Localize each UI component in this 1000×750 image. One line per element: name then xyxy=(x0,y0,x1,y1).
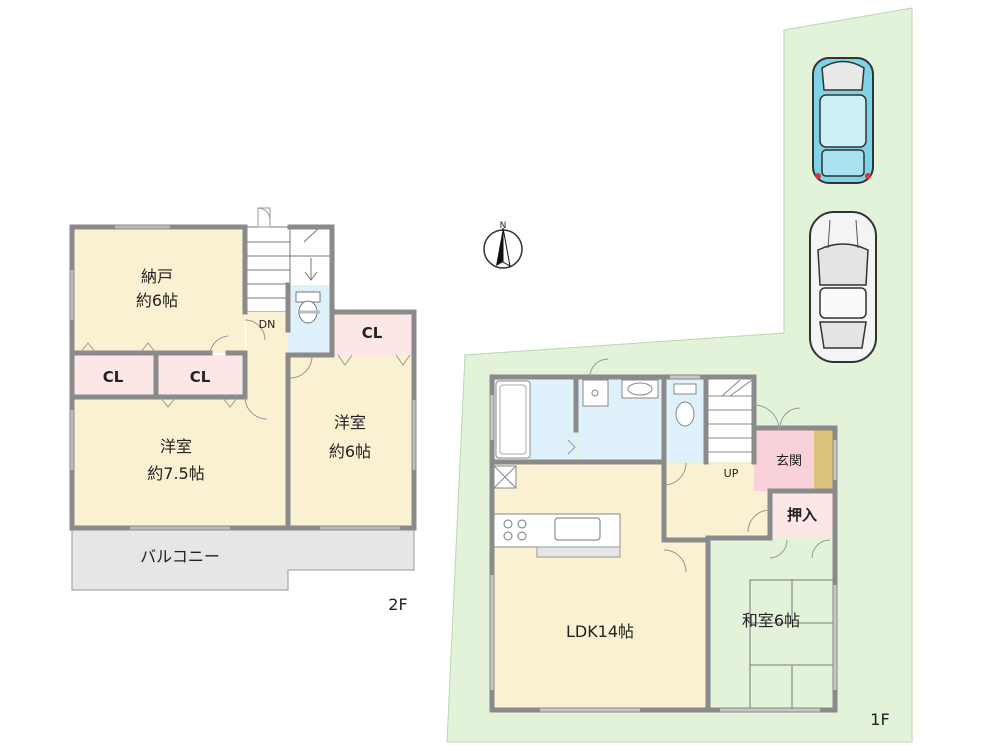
western-right-name: 洋室 xyxy=(334,413,366,432)
entrance xyxy=(754,428,814,491)
floor-1f: LDK14帖 和室6帖 玄関 押入 UP 1F xyxy=(489,358,890,729)
western-room-left xyxy=(72,397,288,526)
stairs-1f xyxy=(708,377,754,462)
western-left-size: 約7.5帖 xyxy=(147,464,204,483)
car-cyan-icon xyxy=(812,57,874,184)
north-compass: N xyxy=(483,221,523,269)
closet-top-right xyxy=(332,312,414,355)
oshiire xyxy=(770,491,835,538)
western-right-size: 約6帖 xyxy=(329,442,371,461)
closet-left-2 xyxy=(158,355,242,397)
floor-1f-label: 1F xyxy=(870,710,889,729)
storage-room xyxy=(72,227,245,353)
floor-2f: 納戸 約6帖 洋室 約7.5帖 洋室 約6帖 CL CL CL バルコニー DN… xyxy=(69,207,417,614)
balcony xyxy=(71,527,415,591)
kitchen-counter xyxy=(493,513,621,548)
western-room-right xyxy=(290,355,414,526)
floor-2f-label: 2F xyxy=(388,595,407,614)
closet-left-1 xyxy=(72,355,156,397)
oshiire-label: 押入 xyxy=(787,506,817,524)
japanese-room-label: 和室6帖 xyxy=(742,611,800,630)
closet-label-1: CL xyxy=(103,368,124,386)
stairs-up-label: UP xyxy=(724,467,739,480)
balcony-label: バルコニー xyxy=(140,547,220,566)
western-left-name: 洋室 xyxy=(160,437,192,456)
closet-label-3: CL xyxy=(362,324,383,342)
japanese-room xyxy=(710,540,835,710)
closet-label-2: CL xyxy=(190,368,211,386)
entrance-label: 玄関 xyxy=(776,454,802,469)
stairs-dn-label: DN xyxy=(259,318,276,331)
ldk-label: LDK14帖 xyxy=(566,622,634,641)
car-white-icon xyxy=(809,211,877,363)
entrance-floor xyxy=(814,428,835,491)
hall-1f xyxy=(664,464,770,540)
compass-letter: N xyxy=(500,221,507,231)
storage-room-name: 納戸 xyxy=(141,267,173,286)
storage-room-size: 約6帖 xyxy=(136,291,178,310)
